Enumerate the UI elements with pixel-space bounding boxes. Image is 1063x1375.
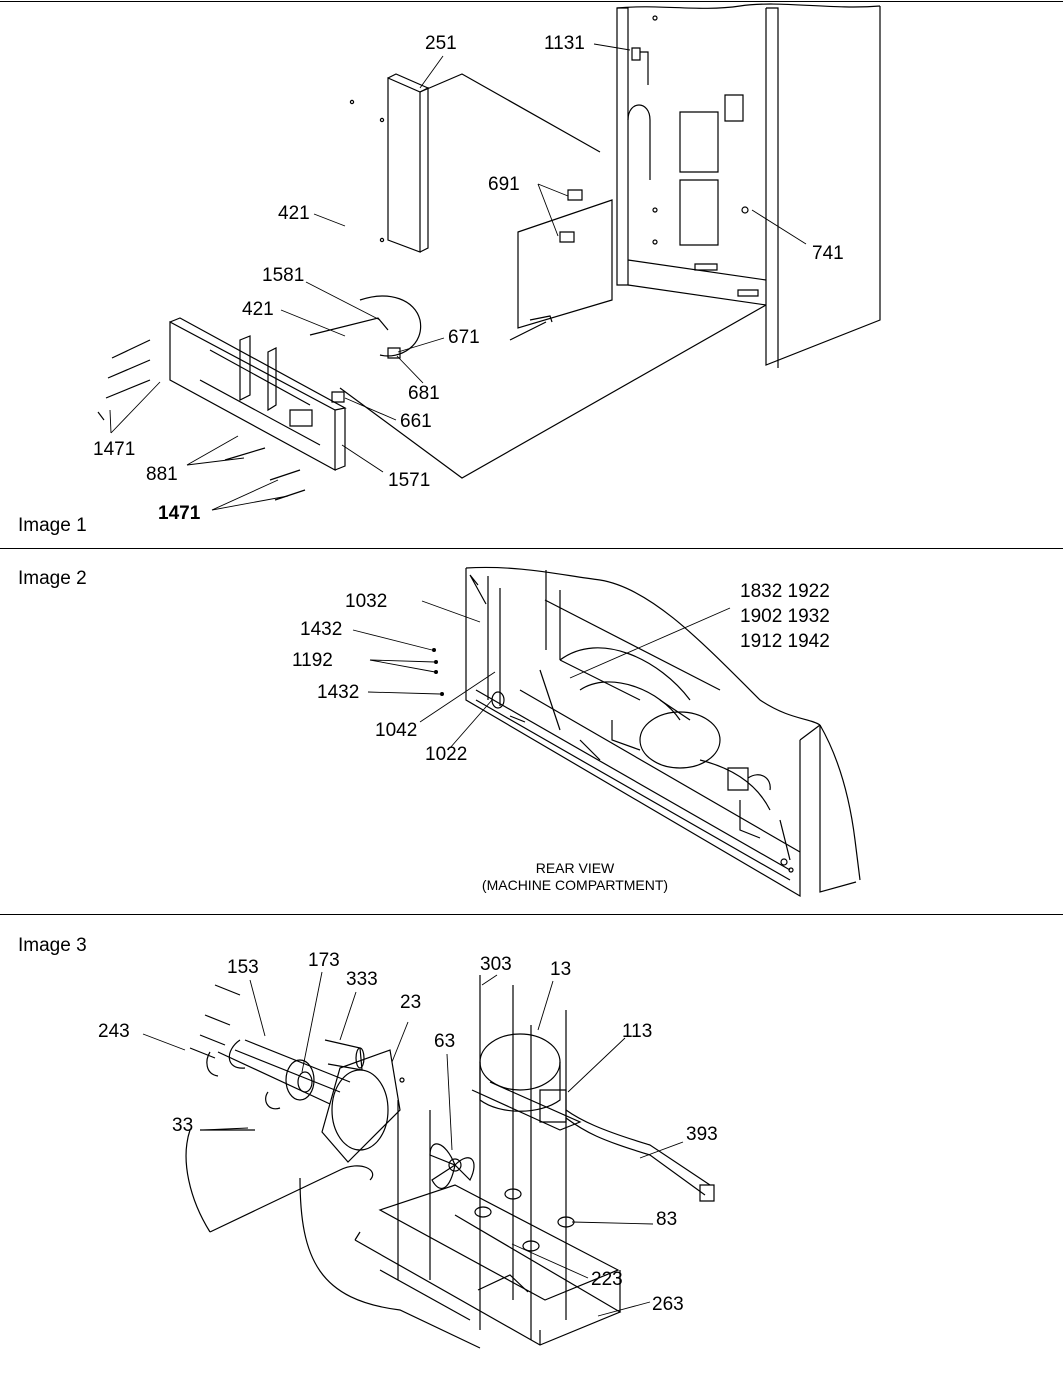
callout-263: 263 [652,1294,684,1315]
callout-1471: 1471 [93,439,136,460]
panel-caption: Image 2 [18,568,87,589]
callout-681: 681 [408,383,440,404]
callout-393: 393 [686,1124,718,1145]
callout-881: 881 [146,464,178,485]
callout-113: 113 [622,1021,653,1042]
panel-caption: Image 1 [18,515,87,536]
callout-691: 691 [488,174,520,195]
callout-1432: 1432 [300,619,343,640]
callout-1581: 1581 [262,265,305,286]
rear-view-note-line-2: (MACHINE COMPARTMENT) [481,877,669,893]
rear-view-note: REAR VIEW (MACHINE COMPARTMENT) [470,860,680,894]
panel-caption: Image 3 [18,935,87,956]
callout-173: 173 [308,950,340,971]
callout-group-row-1: 1832 1922 [740,581,830,602]
callout-243: 243 [98,1021,130,1042]
image-1-line-art [0,0,1063,548]
top-border [0,1,1063,2]
callout-33: 33 [172,1115,194,1136]
callout-13: 13 [550,959,572,980]
panel-divider-1 [0,548,1063,549]
callout-1571: 1571 [388,470,431,491]
callout-223: 223 [591,1269,623,1290]
callout-1471: 1471 [158,503,201,524]
callout-741: 741 [812,243,844,264]
callout-671: 671 [448,327,480,348]
callout-83: 83 [656,1209,678,1230]
image-2-line-art [0,0,1063,914]
panel-divider-2 [0,914,1063,915]
callout-303: 303 [480,954,512,975]
callout-661: 661 [400,411,432,432]
callout-421: 421 [242,299,274,320]
callout-1022: 1022 [425,744,468,765]
callout-153: 153 [227,957,259,978]
callout-1032: 1032 [345,591,388,612]
callout-1131: 1131 [544,33,585,54]
callout-251: 251 [425,33,457,54]
callout-1042: 1042 [375,720,418,741]
rear-view-note-line-1: REAR VIEW [535,860,615,876]
callout-group-row-3: 1912 1942 [740,631,830,652]
callout-1192: 1192 [292,650,333,671]
callout-333: 333 [346,969,378,990]
callout-23: 23 [400,992,422,1013]
callout-1432: 1432 [317,682,360,703]
callout-group-row-2: 1902 1932 [740,606,830,627]
callout-421: 421 [278,203,310,224]
callout-63: 63 [434,1031,456,1052]
